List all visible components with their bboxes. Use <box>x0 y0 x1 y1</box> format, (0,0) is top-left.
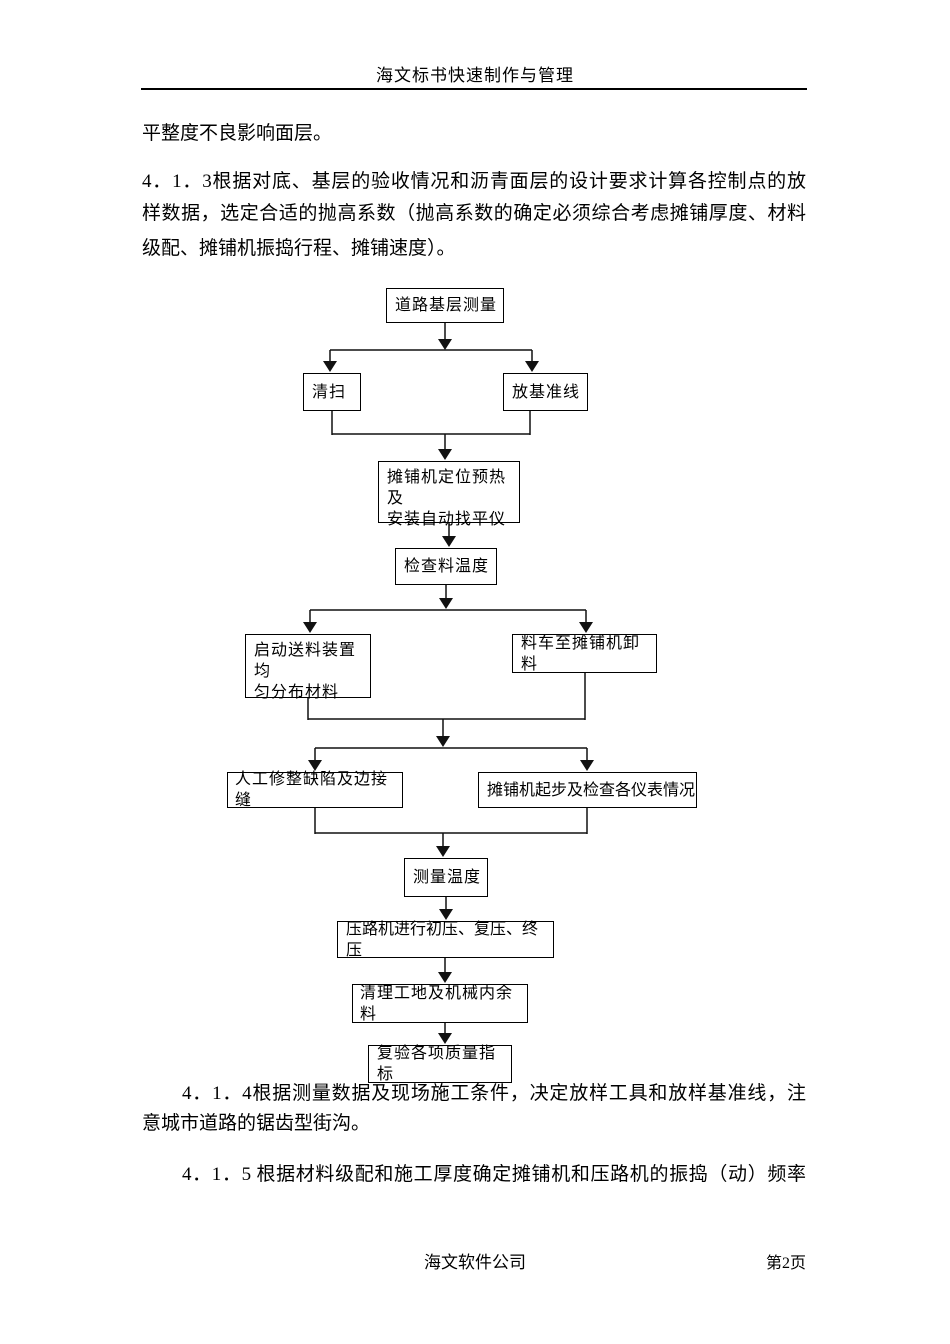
flow-node-check-material-temp: 检查料温度 <box>395 548 497 585</box>
flow-node-recheck-quality: 复验各项质量指标 <box>368 1045 512 1083</box>
paragraph-line: 意城市道路的锯齿型街沟。 <box>142 1113 371 1134</box>
flow-node-set-datum-line: 放基准线 <box>503 373 588 411</box>
paragraph-line: 4．1．4根据测量数据及现场施工条件，决定放样工具和放样基准线，注 <box>182 1083 806 1104</box>
flow-node-truck-unload: 料车至摊铺机卸料 <box>512 634 657 673</box>
flow-node-roller-compact: 压路机进行初压、复压、终压 <box>337 921 554 959</box>
paragraph-line: 平整度不良影响面层。 <box>142 123 333 144</box>
paragraph-line: 4．1．3根据对底、基层的验收情况和沥青面层的设计要求计算各控制点的放 <box>142 171 806 192</box>
flow-node-measure-base: 道路基层测量 <box>386 288 504 323</box>
paragraph-line: 级配、摊铺机振捣行程、摊铺速度）。 <box>142 238 456 259</box>
flow-node-start-feeder: 启动送料装置均 匀分布材料 <box>245 634 371 701</box>
header-title: 海文标书快速制作与管理 <box>376 66 574 85</box>
footer-page-number: 第2页 <box>765 1255 806 1272</box>
footer-company: 海文软件公司 <box>424 1253 526 1272</box>
paragraph-line: 样数据，选定合适的抛高系数（抛高系数的确定必须综合考虑摊铺厚度、材料 <box>142 203 806 224</box>
flow-node-paver-start: 摊铺机起步及检查各仪表情况 <box>478 772 697 808</box>
flow-node-sweep: 清扫 <box>303 373 361 411</box>
header-rule <box>141 88 807 90</box>
flow-node-manual-repair: 人工修整缺陷及边接缝 <box>227 771 403 809</box>
paragraph-line: 4．1．5 根据材料级配和施工厚度确定摊铺机和压路机的振捣（动）频率 <box>182 1164 806 1185</box>
flow-node-paver-position: 摊铺机定位预热及 安装自动找平仪 <box>378 461 520 528</box>
flow-node-site-cleanup: 清理工地及机械内余料 <box>352 984 528 1023</box>
flow-node-measure-temp: 测量温度 <box>404 858 488 897</box>
